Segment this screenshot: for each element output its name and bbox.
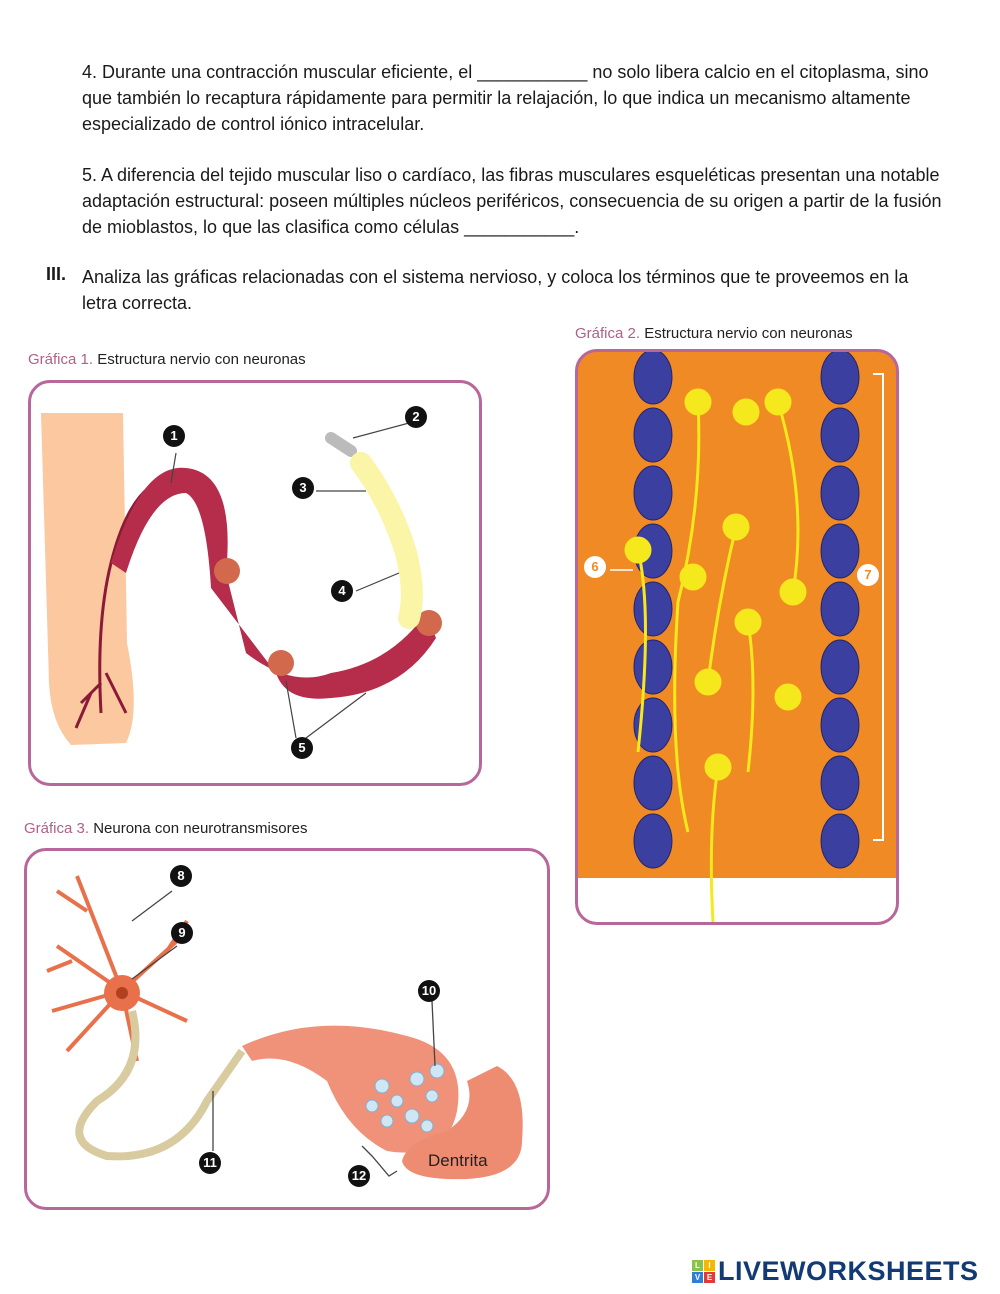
figure-1-caption: Gráfica 1. Estructura nervio con neurona… bbox=[28, 351, 306, 368]
foot bbox=[41, 413, 134, 745]
caption-prefix: Gráfica 1. bbox=[28, 351, 94, 368]
caption-title: Estructura nervio con neuronas bbox=[97, 351, 306, 368]
label-1: 1 bbox=[163, 425, 185, 447]
dendrites bbox=[46, 875, 189, 1062]
label-9: 9 bbox=[171, 922, 193, 944]
figure-2-nerve-neurons bbox=[575, 349, 899, 925]
figure-1-nerve bbox=[28, 380, 482, 786]
neurons-illustration bbox=[578, 352, 896, 922]
figure-2-caption: Gráfica 2. Estructura nervio con neurona… bbox=[575, 325, 853, 342]
logo-letter: E bbox=[704, 1272, 715, 1283]
neuron-synapse-illustration bbox=[46, 875, 523, 1180]
logo-letter: V bbox=[692, 1272, 703, 1283]
nerve-illustration bbox=[41, 413, 442, 745]
figure-3-caption: Gráfica 3. Neurona con neurotransmisores bbox=[24, 820, 307, 837]
section-numeral: III. bbox=[46, 264, 67, 284]
label-6: 6 bbox=[584, 556, 606, 578]
caption-prefix: Gráfica 3. bbox=[24, 820, 90, 837]
dendrite-label: Dentrita bbox=[428, 1151, 488, 1170]
label-10: 10 bbox=[418, 980, 440, 1002]
logo-text: LIVEWORKSHEETS bbox=[718, 1256, 979, 1286]
label-2: 2 bbox=[405, 406, 427, 428]
caption-prefix: Gráfica 2. bbox=[575, 325, 641, 342]
figure-3-neuron-neurotransmitters bbox=[24, 848, 550, 1210]
bracket bbox=[873, 373, 884, 841]
liveworksheets-logo: L I V E LIVEWORKSHEETS bbox=[692, 1256, 979, 1287]
myelin-sheath bbox=[350, 452, 423, 629]
question-4: 4. Durante una contracción muscular efic… bbox=[82, 62, 929, 134]
axon-terminal bbox=[242, 1025, 459, 1153]
axon bbox=[75, 1010, 246, 1161]
label-12: 12 bbox=[348, 1165, 370, 1187]
label-5: 5 bbox=[291, 737, 313, 759]
axon-terminal bbox=[325, 432, 357, 457]
label-11: 11 bbox=[199, 1152, 221, 1174]
logo-letter: I bbox=[704, 1260, 715, 1271]
question-5: 5. A diferencia del tejido muscular liso… bbox=[82, 165, 942, 237]
logo-icon: L I V E bbox=[692, 1260, 715, 1283]
section-instructions: Analiza las gráficas relacionadas con el… bbox=[82, 267, 909, 313]
label-3: 3 bbox=[292, 477, 314, 499]
label-4: 4 bbox=[331, 580, 353, 602]
label-7: 7 bbox=[857, 564, 879, 586]
caption-title: Estructura nervio con neuronas bbox=[644, 325, 853, 342]
logo-letter: L bbox=[692, 1260, 703, 1271]
vesicles bbox=[365, 1063, 445, 1133]
dendrite-shape bbox=[402, 1066, 523, 1180]
label-8: 8 bbox=[170, 865, 192, 887]
caption-title: Neurona con neurotransmisores bbox=[93, 820, 308, 837]
